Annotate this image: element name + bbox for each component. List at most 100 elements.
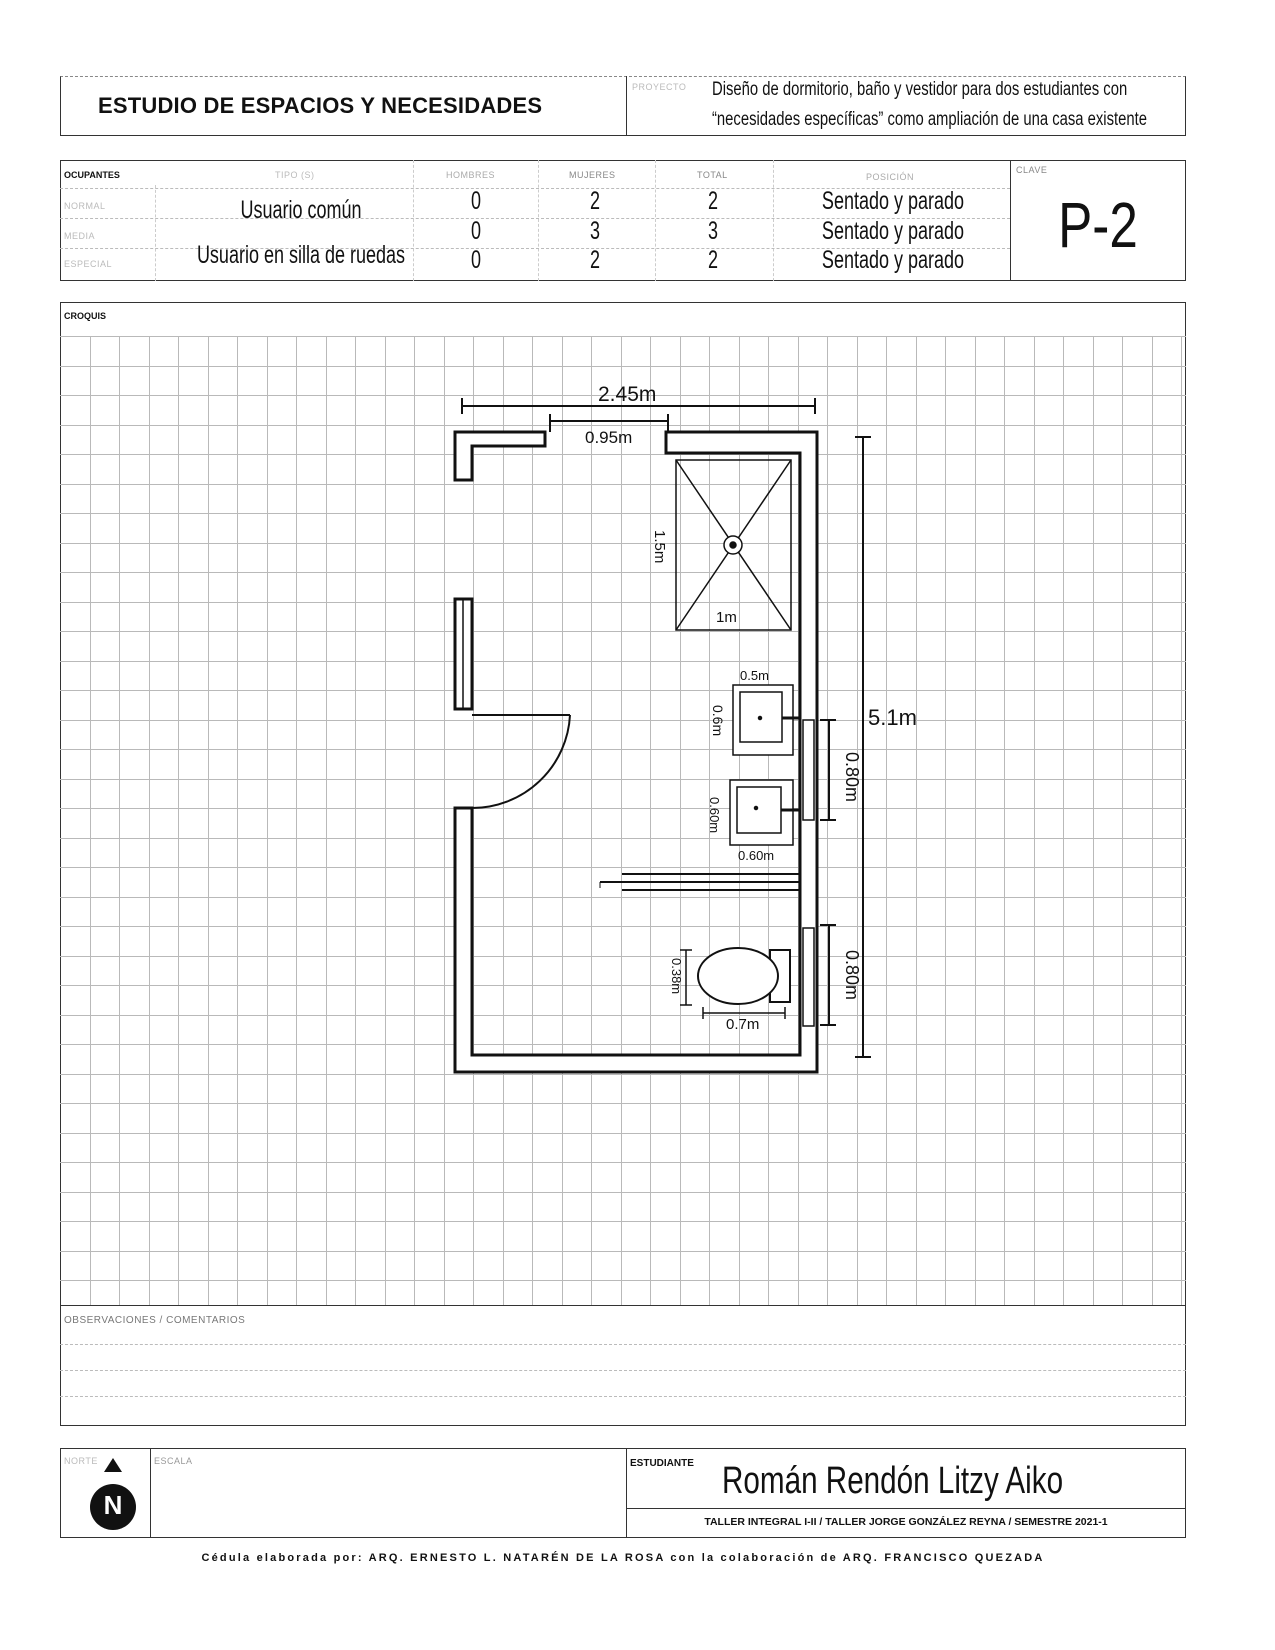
dim-label-shower-height: 1.5m [651,530,668,564]
grid-line-v [915,336,917,1305]
grid-line-v [591,336,592,1305]
grid-line-h [60,601,1186,603]
grid-line-v [945,336,946,1305]
grid-line-v [1033,336,1035,1305]
occupant-row2-total: 3 [707,217,719,245]
grid-line-h [60,395,1186,396]
grid-line-h [60,955,1186,957]
row-label-media: MEDIA [64,231,96,241]
north-arrow-icon [90,1484,136,1530]
grid-line-h [60,572,1186,573]
grid-line-v [119,336,120,1305]
dim-label-shower-width: 1m [716,609,737,626]
grid-line-h [60,690,1186,691]
grid-line-v [443,336,445,1305]
dim-label-sink1-width: 0.5m [740,668,769,683]
grid-line-v [797,336,799,1305]
grid-line-h [60,424,1186,426]
student-name: Román Rendón Litzy Aiko [722,1460,1064,1502]
page-title: ESTUDIO DE ESPACIOS Y NECESIDADES [98,93,543,118]
grid-line-h [60,483,1186,485]
grid-line-h [60,1073,1186,1075]
occupant-row2-hombres: 0 [470,217,482,245]
grid-line-v [679,336,681,1305]
footer-box [60,1448,1186,1538]
occupant-row2-mujeres: 3 [589,217,601,245]
dim-label-sink2-width: 0.60m [738,848,775,863]
dim-label-sink2-height: 0.60m [707,797,722,834]
norte-label: NORTE [64,1456,98,1466]
occupant-row3-posicion: Sentado y parado [821,246,965,274]
clave-code: P-2 [1058,189,1138,261]
grid-line-h [60,1044,1186,1045]
grid-line-h [60,1162,1186,1163]
grid-line-v [1063,336,1064,1305]
grid-line-v [325,336,327,1305]
project-description-line1: Diseño de dormitorio, baño y vestidor pa… [712,79,1128,100]
grid-line-v [502,336,504,1305]
project-description-line2: “necesidades específicas” como ampliació… [712,109,1147,130]
grid-line-v [620,336,622,1305]
grid-line-v [974,336,976,1305]
header-box [60,76,1186,136]
grid-line-h [60,1250,1186,1252]
occupant-row3-hombres: 0 [470,246,482,274]
grid-line-v [561,336,563,1305]
grid-line-v [207,336,209,1305]
dim-label-toilet-width: 0.7m [726,1016,760,1033]
occupant-row1-hombres: 0 [470,187,482,215]
grid-line-h [60,837,1186,839]
dim-label-total-height: 5.1m [868,705,917,730]
col-tipo-header: TIPO (S) [275,170,315,180]
grid-line-v [532,336,533,1305]
header-divider [626,76,627,136]
grid-line-h [60,1191,1186,1193]
grid-line-h [60,542,1186,544]
grid-line-v [1004,336,1005,1305]
north-arrow-pointer-icon [104,1458,122,1472]
grid-line-h [60,1014,1186,1016]
grid-line-v [148,336,150,1305]
grid-line-v [1181,336,1182,1305]
grid-line-v [414,336,415,1305]
grid-line-h [60,985,1186,986]
grid-line-h [60,778,1186,780]
dim-label-door-opening: 0.95m [585,428,633,447]
grid-paper [60,302,1186,1366]
grid-line-v [473,336,474,1305]
occupant-row1-total: 2 [707,187,719,215]
grid-line-v [1151,336,1153,1305]
grid-line-h [60,513,1186,514]
observations-label: OBSERVACIONES / COMENTARIOS [64,1315,246,1326]
occupant-row3-tipo: Usuario en silla de ruedas [196,241,406,269]
grid-line-v [89,336,91,1305]
occupant-row2-posicion: Sentado y parado [821,217,965,245]
dim-label-sink1-height: 0.6m [710,705,726,737]
grid-line-v [384,336,386,1305]
grid-line-h [60,631,1186,632]
grid-line-h [60,926,1186,927]
footer-divider-1 [150,1448,151,1538]
grid-line-h [60,867,1186,868]
escala-label: ESCALA [154,1456,193,1466]
dim-label-mirror2: 0.80m [842,950,862,1001]
grid-line-v [768,336,769,1305]
dim-label-toilet-height: 0.38m [669,958,684,995]
grid-line-v [886,336,887,1305]
grid-line-v [856,336,858,1305]
col-clave-header: CLAVE [1016,165,1048,175]
croquis-label: CROQUIS [64,311,107,321]
grid-line-v [650,336,651,1305]
grid-line-h [60,1221,1186,1222]
grid-line-v [296,336,297,1305]
grid-line-v [1122,336,1123,1305]
col-total-header: TOTAL [697,170,728,180]
occupant-row3-mujeres: 2 [589,246,601,274]
footer-divider-3 [626,1508,1186,1509]
workshop-info: TALLER INTEGRAL I-II / TALLER JORGE GONZ… [704,1516,1108,1528]
north-arrow-letter: N [103,1490,123,1520]
grid-line-h [60,896,1186,898]
credits: Cédula elaborada por: ARQ. ERNESTO L. NA… [201,1552,1045,1564]
grid-line-h [60,660,1186,662]
occupant-row1-posicion: Sentado y parado [821,187,965,215]
